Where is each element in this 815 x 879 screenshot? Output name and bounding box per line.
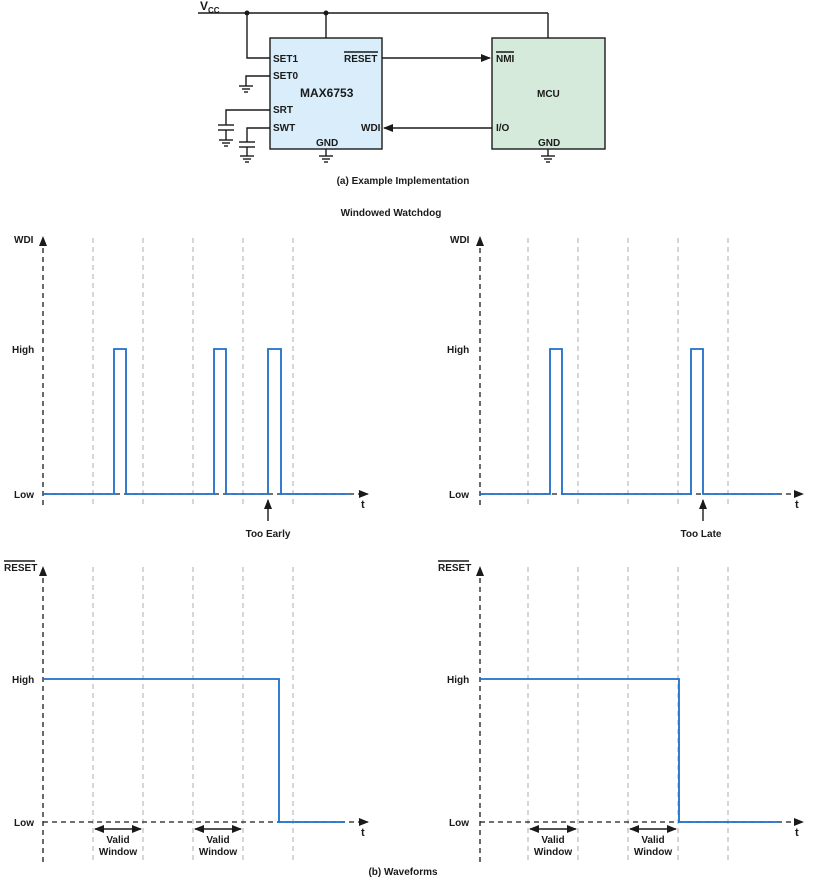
too-late-label: Too Late	[681, 529, 722, 540]
low-level-label: Low	[449, 818, 469, 829]
valid-window-label: Window	[634, 847, 672, 858]
valid-window-label: Window	[99, 847, 137, 858]
high-level-label: High	[447, 345, 469, 356]
pin-io: I/O	[496, 123, 510, 134]
vcc-label: VCC	[200, 0, 220, 15]
left-reset-panel: RESET High Low t Valid Window Valid Wind…	[4, 560, 369, 862]
mcu-block	[491, 37, 606, 150]
low-level-label: Low	[14, 490, 34, 501]
srt-capacitor	[218, 124, 234, 140]
pin-swt: SWT	[273, 123, 295, 134]
valid-window-label: Valid	[641, 835, 664, 846]
too-early-label: Too Early	[246, 529, 291, 540]
circuit-diagram: VCC MAX6753 SET1 SET0 SRT SWT GND RESET …	[198, 0, 606, 187]
mcu-name: MCU	[537, 89, 560, 100]
valid-window-label: Valid	[106, 835, 129, 846]
right-reset-panel: RESET High Low t Valid Window Valid Wind…	[438, 560, 804, 862]
high-level-label: High	[12, 345, 34, 356]
right-wdi-panel: WDI High Low t Too Late	[447, 235, 804, 540]
pin-reset: RESET	[344, 54, 377, 65]
valid-window-label: Valid	[541, 835, 564, 846]
high-level-label: High	[12, 675, 34, 686]
set0-wire	[245, 75, 270, 86]
ground-symbol	[239, 85, 253, 93]
swt-wire	[246, 127, 270, 142]
valid-window-label: Valid	[206, 835, 229, 846]
low-level-label: Low	[449, 490, 469, 501]
wdi-axis-label: WDI	[450, 235, 470, 246]
ground-symbol	[219, 139, 233, 147]
time-label: t	[795, 827, 799, 839]
pin-set1: SET1	[273, 54, 298, 65]
high-level-label: High	[447, 675, 469, 686]
pin-srt: SRT	[273, 105, 293, 116]
valid-window-label: Window	[199, 847, 237, 858]
wdi-pulse-train	[43, 348, 350, 495]
wdi-pulse-train	[480, 348, 780, 495]
reset-signal	[480, 678, 780, 823]
pin-wdi: WDI	[361, 123, 381, 134]
pin-nmi: NMI	[496, 54, 515, 65]
caption-a: (a) Example Implementation	[337, 176, 470, 187]
wdi-axis-label: WDI	[14, 235, 34, 246]
srt-wire	[225, 109, 270, 125]
reset-signal	[43, 678, 345, 823]
ground-symbol	[319, 155, 333, 163]
reset-axis-label: RESET	[438, 563, 471, 574]
waveforms-title: Windowed Watchdog	[341, 208, 442, 219]
reset-axis-label: RESET	[4, 563, 37, 574]
pin-set0: SET0	[273, 71, 298, 82]
valid-window-label: Window	[534, 847, 572, 858]
pin-mcu-gnd: GND	[538, 138, 560, 149]
swt-capacitor	[239, 141, 255, 156]
ground-symbol	[240, 155, 254, 163]
caption-b: (b) Waveforms	[368, 867, 438, 878]
pin-ic-gnd: GND	[316, 138, 338, 149]
low-level-label: Low	[14, 818, 34, 829]
ground-symbol	[541, 155, 555, 163]
time-label: t	[361, 499, 365, 511]
time-label: t	[361, 827, 365, 839]
left-wdi-panel: WDI High Low t Too Early	[12, 235, 369, 540]
set1-wire	[246, 13, 270, 59]
ic-name: MAX6753	[300, 86, 354, 100]
time-label: t	[795, 499, 799, 511]
